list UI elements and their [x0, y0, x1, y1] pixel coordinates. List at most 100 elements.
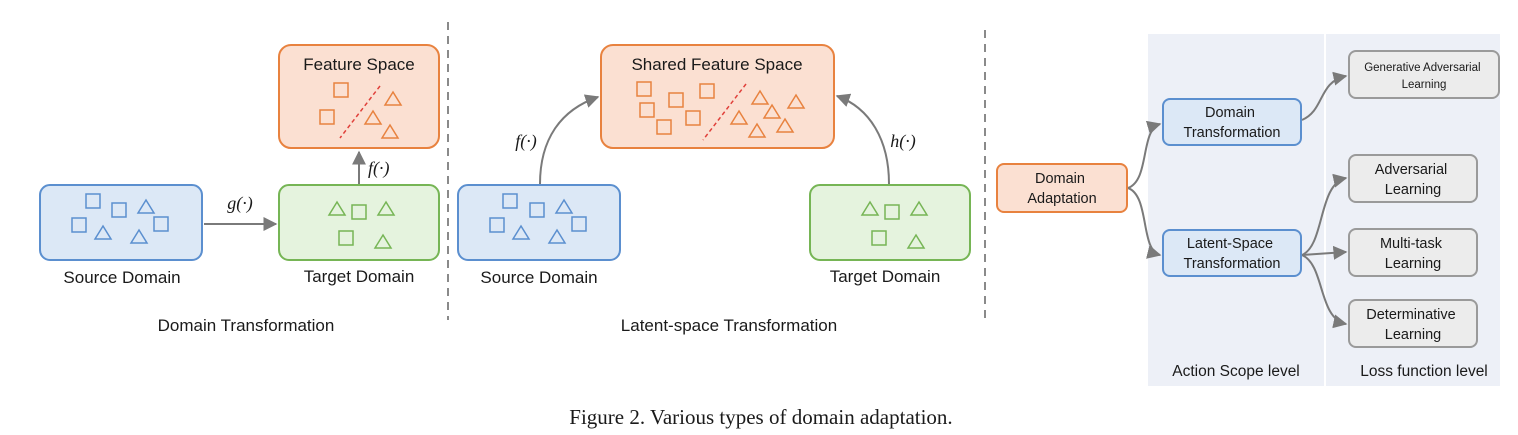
connector — [1301, 173, 1348, 256]
target-domain-label: Target Domain — [304, 267, 415, 286]
multi-task-node — [1348, 228, 1478, 277]
action-scope-level-label: Action Scope level — [1172, 363, 1300, 380]
decision-boundary — [702, 83, 747, 141]
source-domain-label: Source Domain — [480, 268, 597, 287]
connector — [1301, 254, 1348, 329]
action-scope-panel — [1148, 34, 1324, 386]
taxonomy-tree: Domain Adaptation Domain Transformation … — [996, 50, 1500, 380]
node-label: Adaptation — [1027, 191, 1096, 207]
feature-space-title: Feature Space — [303, 55, 415, 74]
latent-space-panel: Source Domain Target Domain Shared Featu… — [457, 44, 971, 335]
triangle-icon — [547, 228, 567, 244]
adversarial-node — [1348, 154, 1478, 203]
feature-space-box — [278, 44, 440, 149]
domain-adaptation-node — [996, 163, 1128, 213]
node-label: Determinative — [1366, 307, 1455, 323]
triangle-icon — [380, 123, 400, 139]
map-g-label: g(·) — [227, 193, 253, 214]
triangle-icon — [909, 200, 929, 216]
svg-text:Determinative Learning: Determinative Learning — [1366, 307, 1459, 343]
square-icon — [884, 204, 900, 220]
node-label: Multi-task — [1380, 236, 1443, 252]
triangle-icon — [786, 93, 806, 109]
square-icon — [502, 193, 518, 209]
square-icon — [85, 193, 101, 209]
square-icon — [489, 217, 505, 233]
triangle-icon — [554, 198, 574, 214]
square-icon — [319, 109, 335, 125]
connector — [1127, 187, 1162, 259]
square-icon — [656, 119, 672, 135]
panel-caption-latent-space: Latent-space Transformation — [621, 316, 837, 335]
arrow-h — [835, 93, 890, 185]
node-label: Adversarial — [1375, 162, 1448, 178]
latent-space-transformation-node — [1162, 229, 1302, 277]
node-label: Domain — [1035, 171, 1085, 187]
target-domain-box — [278, 184, 440, 261]
svg-text:Adversarial Learning: Adversarial Learning — [1375, 162, 1452, 198]
node-label: Transformation — [1184, 256, 1281, 272]
triangle-icon — [511, 224, 531, 240]
shared-samples — [636, 81, 806, 138]
square-icon — [71, 217, 87, 233]
connector — [1301, 245, 1348, 260]
svg-text:Multi-task Learning: Multi-task Learning — [1380, 236, 1446, 272]
target-domain-label: Target Domain — [830, 267, 941, 286]
square-icon — [668, 92, 684, 108]
domain-transformation-node — [1162, 98, 1302, 146]
map-f-label: f(·) — [515, 131, 537, 152]
square-icon — [639, 102, 655, 118]
shared-feature-space-box — [600, 44, 835, 149]
generative-adversarial-node — [1348, 50, 1500, 99]
triangle-icon — [747, 122, 767, 138]
triangle-icon — [93, 224, 113, 240]
source-domain-box — [457, 184, 621, 261]
triangle-icon — [860, 200, 880, 216]
svg-text:Domain Transformation: Domain Transformation — [1184, 105, 1281, 141]
domain-transformation-panel: Source Domain g(·) Target Domain f(·) Fe… — [39, 44, 440, 335]
triangle-icon — [775, 117, 795, 133]
decision-boundary — [339, 85, 381, 139]
loss-function-level-label: Loss function level — [1360, 363, 1488, 380]
square-icon — [699, 83, 715, 99]
target-samples — [327, 200, 396, 249]
square-icon — [153, 216, 169, 232]
source-samples — [71, 193, 169, 244]
node-label: Generative Adversarial — [1364, 62, 1480, 74]
node-label: Learning — [1385, 182, 1441, 198]
feature-samples — [319, 82, 403, 139]
triangle-icon — [750, 89, 770, 105]
target-domain-box — [809, 184, 971, 261]
triangle-icon — [373, 233, 393, 249]
triangle-icon — [729, 109, 749, 125]
triangle-icon — [376, 200, 396, 216]
triangle-icon — [363, 109, 383, 125]
svg-text:Latent-Space Transformat: Latent-Space Transformation — [1184, 236, 1281, 272]
triangle-icon — [136, 198, 156, 214]
square-icon — [636, 81, 652, 97]
connector — [1301, 71, 1348, 121]
square-icon — [111, 202, 127, 218]
node-label: Learning — [1385, 327, 1441, 343]
source-samples — [489, 193, 587, 244]
triangle-icon — [762, 103, 782, 119]
figure-caption: Figure 2. Various types of domain adapta… — [569, 405, 952, 429]
triangle-icon — [906, 233, 926, 249]
source-domain-label: Source Domain — [63, 268, 180, 287]
square-icon — [338, 230, 354, 246]
shared-feature-space-title: Shared Feature Space — [631, 55, 802, 74]
square-icon — [333, 82, 349, 98]
source-domain-box — [39, 184, 203, 261]
svg-text:Generative Adversarial L: Generative Adversarial Learning — [1364, 62, 1484, 91]
square-icon — [529, 202, 545, 218]
node-label: Transformation — [1184, 125, 1281, 141]
square-icon — [685, 110, 701, 126]
node-label: Latent-Space — [1187, 236, 1273, 252]
square-icon — [571, 216, 587, 232]
map-h-label: h(·) — [890, 131, 916, 152]
node-label: Learning — [1385, 256, 1441, 272]
triangle-icon — [327, 200, 347, 216]
determinative-node — [1348, 299, 1478, 348]
panel-caption-domain-transformation: Domain Transformation — [158, 316, 335, 335]
